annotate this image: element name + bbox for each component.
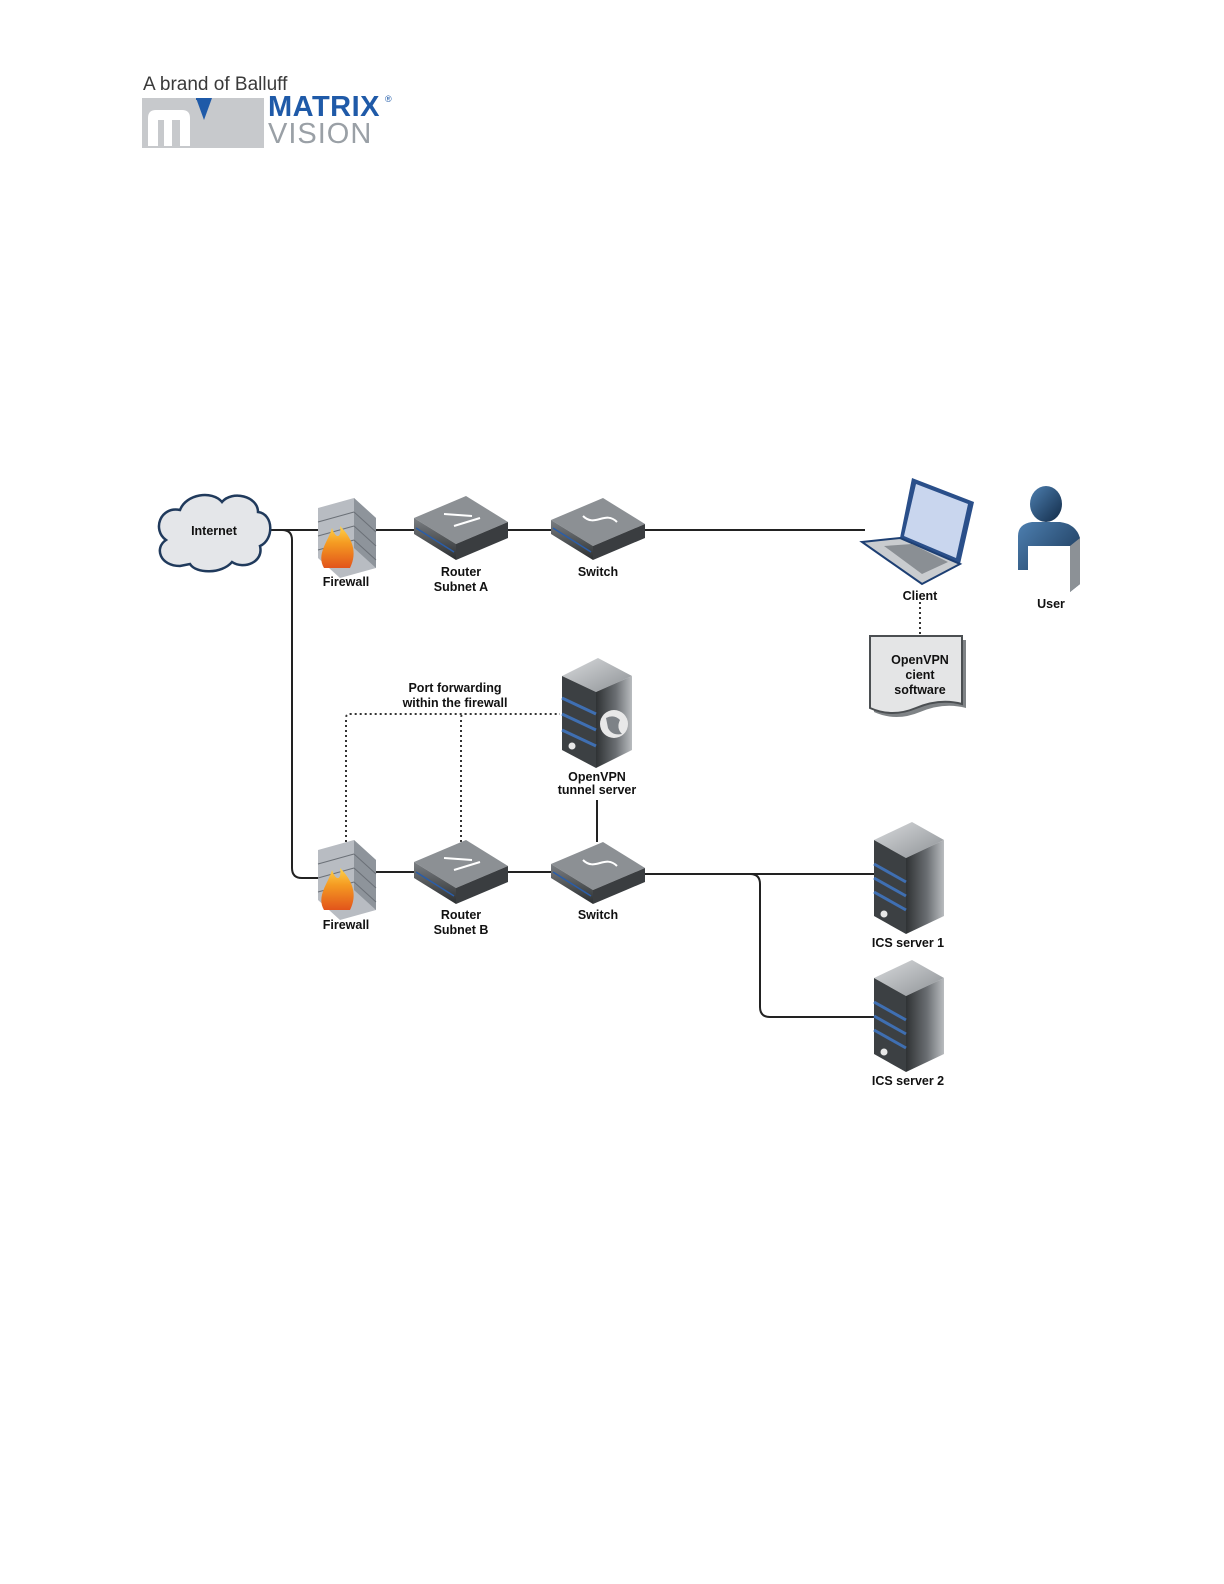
port-forwarding-label-line2: within the firewall	[402, 696, 508, 710]
switch-icon	[551, 498, 645, 560]
router-icon	[414, 496, 508, 560]
switch-bottom-label: Switch	[578, 908, 618, 922]
firewall-icon	[318, 498, 376, 578]
openvpn-client-label-line3: software	[894, 683, 945, 697]
router-b-label-line1: Router	[441, 908, 481, 922]
client-label: Client	[903, 589, 939, 603]
user-icon	[1018, 486, 1080, 592]
firewall-bottom-label: Firewall	[323, 918, 370, 932]
openvpn-client-label-line2: cient	[905, 668, 935, 682]
user-label: User	[1037, 597, 1065, 611]
vpn-server-label-line2: tunnel server	[558, 783, 637, 797]
switch-icon	[551, 842, 645, 904]
router-icon	[414, 840, 508, 904]
server-icon	[874, 822, 944, 934]
switch-top-label: Switch	[578, 565, 618, 579]
router-a-label-line1: Router	[441, 565, 481, 579]
server-icon	[874, 960, 944, 1072]
internet-label: Internet	[191, 524, 238, 538]
dotted-links	[346, 602, 920, 842]
port-forwarding-path-router	[461, 714, 465, 842]
ics-server-1-label: ICS server 1	[872, 936, 944, 950]
router-b-label-line2: Subnet B	[434, 923, 489, 937]
port-forwarding-path-firewall	[346, 714, 560, 842]
firewall-icon	[318, 840, 376, 920]
openvpn-client-label-line1: OpenVPN	[891, 653, 949, 667]
ics-server-2-label: ICS server 2	[872, 1074, 944, 1088]
router-a-label-line2: Subnet A	[434, 580, 488, 594]
vpn-server-label-line1: OpenVPN	[568, 770, 626, 784]
vpn-server-icon	[562, 658, 632, 768]
port-forwarding-label-line1: Port forwarding	[408, 681, 501, 695]
firewall-top-label: Firewall	[323, 575, 370, 589]
laptop-icon	[862, 478, 974, 584]
link-internet-firewall-b	[270, 530, 320, 878]
link-switch-ics2	[750, 874, 874, 1017]
